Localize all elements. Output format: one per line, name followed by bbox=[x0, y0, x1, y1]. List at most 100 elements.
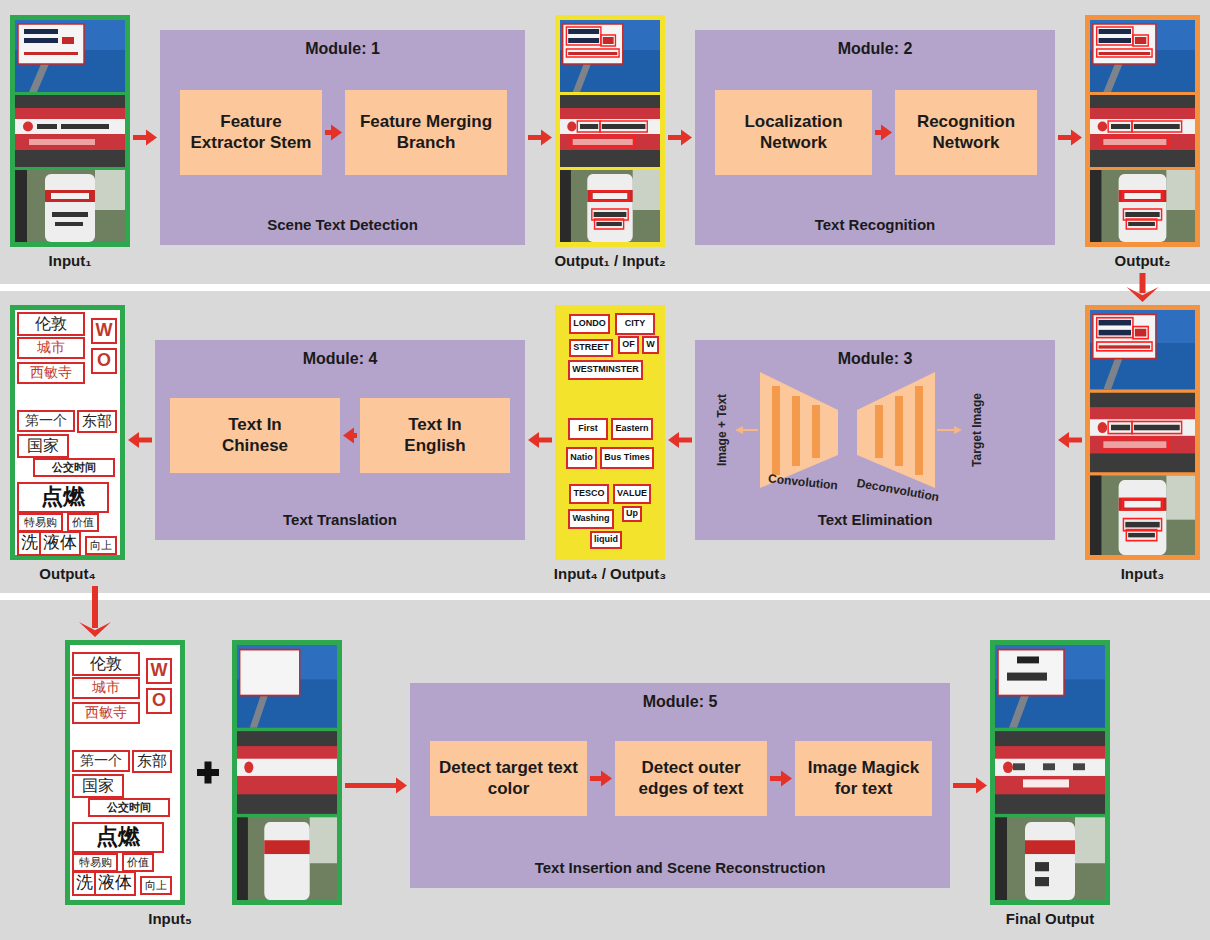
module-heading: Module: 4 bbox=[155, 350, 525, 368]
word-text: W bbox=[646, 340, 655, 350]
word-text: WESTMINSTER bbox=[572, 365, 639, 375]
word-text: 特易购 bbox=[24, 516, 57, 528]
arrow-head bbox=[396, 778, 407, 794]
word-box: 第一个 bbox=[17, 410, 75, 432]
arrow-head bbox=[881, 125, 892, 141]
module-fill bbox=[155, 340, 525, 540]
panel-label: Input₁ bbox=[49, 252, 92, 270]
word-box: 价值 bbox=[122, 853, 154, 872]
word-text: 洗 bbox=[21, 534, 38, 553]
flow-arrow bbox=[1058, 432, 1082, 448]
panel-fill bbox=[1085, 305, 1200, 560]
panel-frame bbox=[990, 640, 1110, 905]
word-box: 公交时间 bbox=[88, 798, 170, 817]
word-text: 洗 bbox=[76, 874, 93, 893]
word-box: W bbox=[146, 658, 172, 684]
diagram-label: Convolution bbox=[767, 471, 838, 492]
word-text: liquid bbox=[594, 535, 618, 545]
word-box: 城市 bbox=[72, 677, 140, 699]
arrow-head bbox=[1071, 130, 1082, 146]
module-caption: Text Recognition bbox=[695, 216, 1055, 233]
module-box: Module: 5Text Insertion and Scene Recons… bbox=[410, 683, 950, 888]
photo-set bbox=[1090, 20, 1195, 242]
word-box: 向上 bbox=[85, 536, 117, 555]
module-fill bbox=[695, 340, 1055, 540]
module-box: Module: 1Scene Text DetectionFeature Ext… bbox=[160, 30, 525, 245]
word-box: VALUE bbox=[613, 484, 651, 504]
process-box: Image Magick for text bbox=[795, 741, 932, 816]
panel-fill bbox=[1085, 15, 1200, 247]
process-box: Localization Network bbox=[715, 90, 872, 175]
process-box: Recognition Network bbox=[895, 90, 1037, 175]
word-box: Eastern bbox=[611, 418, 653, 440]
image-panel bbox=[232, 640, 342, 905]
panel-frame: 伦敦W城市O西敏寺第一个东部国家公交时间点燃特易购价值洗液体向上 bbox=[65, 640, 185, 905]
process-label: Text In Chinese bbox=[200, 415, 310, 456]
photo-set bbox=[560, 20, 660, 242]
process-label: Detect outer edges of text bbox=[623, 758, 759, 799]
word-text: 特易购 bbox=[79, 856, 112, 868]
word-text: First bbox=[578, 424, 598, 434]
panel-label-row: Final Output bbox=[990, 910, 1110, 928]
word-text: 东部 bbox=[137, 753, 167, 770]
panel-frame bbox=[1085, 305, 1200, 560]
module-fill bbox=[695, 30, 1055, 245]
word-text: 价值 bbox=[127, 856, 149, 868]
diagram-label: Target Image bbox=[970, 393, 984, 467]
process-box: Detect outer edges of text bbox=[615, 741, 767, 816]
image-panel: Final Output bbox=[990, 640, 1110, 928]
word-text: 伦敦 bbox=[90, 655, 122, 673]
arrow-head bbox=[976, 778, 987, 794]
word-text: 第一个 bbox=[25, 413, 67, 428]
word-box: CITY bbox=[615, 313, 655, 335]
word-text: O bbox=[97, 351, 111, 371]
flow-arrow bbox=[1127, 273, 1159, 302]
word-text: O bbox=[152, 691, 166, 711]
arrow-head bbox=[1127, 287, 1159, 302]
word-box: 公交时间 bbox=[33, 458, 115, 477]
panel-frame: LONDOCITYOFWSTREETWESTMINSTERFirstEaster… bbox=[555, 305, 665, 560]
word-text: 城市 bbox=[37, 340, 65, 355]
word-box: W bbox=[91, 318, 117, 344]
flow-arrow bbox=[128, 432, 152, 448]
arrow-head bbox=[331, 125, 342, 141]
flow-arrow bbox=[343, 428, 357, 444]
arrow-head bbox=[681, 130, 692, 146]
module-fill bbox=[160, 30, 525, 245]
flow-arrow bbox=[590, 771, 612, 787]
flow-arrow bbox=[133, 130, 157, 146]
flow-arrow bbox=[668, 130, 692, 146]
arrow-head bbox=[1058, 432, 1069, 448]
word-box: 特易购 bbox=[17, 513, 63, 532]
panel-frame bbox=[10, 15, 130, 247]
word-box: 特易购 bbox=[72, 853, 118, 872]
panel-frame bbox=[555, 15, 665, 247]
process-box: Detect target text color bbox=[430, 741, 587, 816]
module-box: Module: 3Text Elimination bbox=[695, 340, 1055, 540]
arrow-head bbox=[343, 428, 354, 444]
word-box: 西敏寺 bbox=[72, 702, 140, 724]
module-box: Module: 2Text RecognitionLocalization Ne… bbox=[695, 30, 1055, 245]
word-text: 西敏寺 bbox=[85, 705, 127, 720]
word-box: LONDO bbox=[569, 314, 610, 334]
word-box: 国家 bbox=[17, 434, 69, 458]
word-box: 液体 bbox=[94, 871, 136, 896]
process-label: Recognition Network bbox=[903, 112, 1029, 153]
word-text: LONDO bbox=[573, 319, 606, 329]
process-label: Image Magick for text bbox=[803, 758, 924, 799]
image-panel: Output₁ / Input₂ bbox=[555, 15, 665, 270]
flow-arrow bbox=[1058, 130, 1082, 146]
word-box: 第一个 bbox=[72, 750, 130, 772]
word-text: 公交时间 bbox=[52, 461, 96, 473]
panel-label: Input₃ bbox=[1121, 565, 1165, 583]
module-heading: Module: 1 bbox=[160, 40, 525, 58]
word-text: 城市 bbox=[92, 680, 120, 695]
flow-arrow bbox=[528, 130, 552, 146]
word-text: 西敏寺 bbox=[30, 365, 72, 380]
panel-label: Output₄ bbox=[39, 565, 95, 583]
word-text: 伦敦 bbox=[35, 315, 67, 333]
word-text: STREET bbox=[573, 343, 609, 353]
word-box: Up bbox=[622, 506, 642, 522]
flow-arrow bbox=[875, 125, 892, 141]
word-box: O bbox=[91, 348, 117, 374]
